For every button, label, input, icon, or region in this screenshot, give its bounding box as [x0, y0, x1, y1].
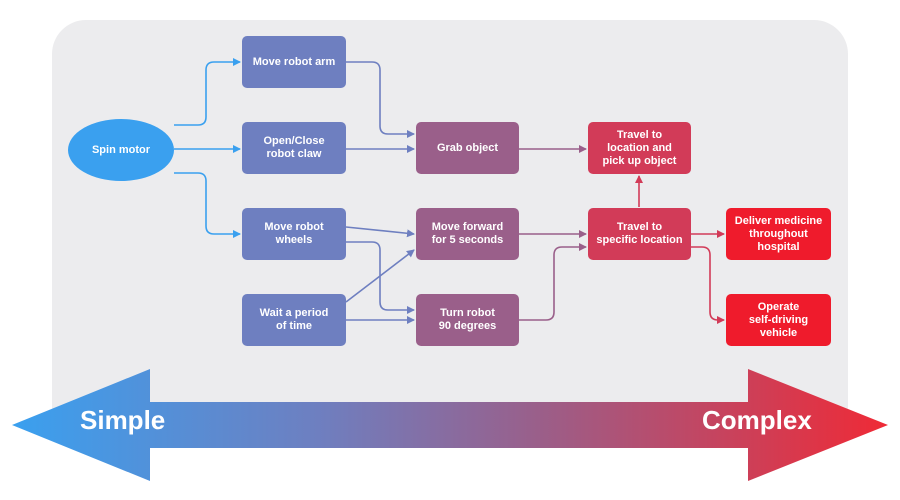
node-self-driving: Operate self-driving vehicle	[726, 294, 831, 346]
node-deliver-medicine: Deliver medicine throughout hospital	[726, 208, 831, 260]
edge-arm-to-grab	[346, 61, 415, 138]
node-move-robot-wheels: Move robot wheels	[242, 208, 346, 260]
edge-spin-to-wheels	[174, 172, 241, 238]
edge-turn-to-specific	[519, 243, 587, 321]
node-turn-robot: Turn robot 90 degrees	[416, 294, 519, 346]
node-travel-specific: Travel to specific location	[588, 208, 691, 260]
edge-spin-to-arm	[174, 58, 241, 126]
node-move-forward: Move forward for 5 seconds	[416, 208, 519, 260]
node-travel-pickup: Travel to location and pick up object	[588, 122, 691, 174]
node-spin-motor: Spin motor	[68, 119, 174, 181]
edge-wheels-to-forward	[345, 226, 415, 238]
node-open-close-claw: Open/Close robot claw	[242, 122, 346, 174]
label-simple: Simple	[80, 405, 166, 435]
node-move-robot-arm: Move robot arm	[242, 36, 346, 88]
edge-specific-to-selfdriving	[691, 246, 725, 324]
node-wait-period: Wait a period of time	[242, 294, 346, 346]
label-complex: Complex	[702, 405, 812, 435]
edge-wait-to-forward	[345, 249, 415, 303]
node-grab-object: Grab object	[416, 122, 519, 174]
